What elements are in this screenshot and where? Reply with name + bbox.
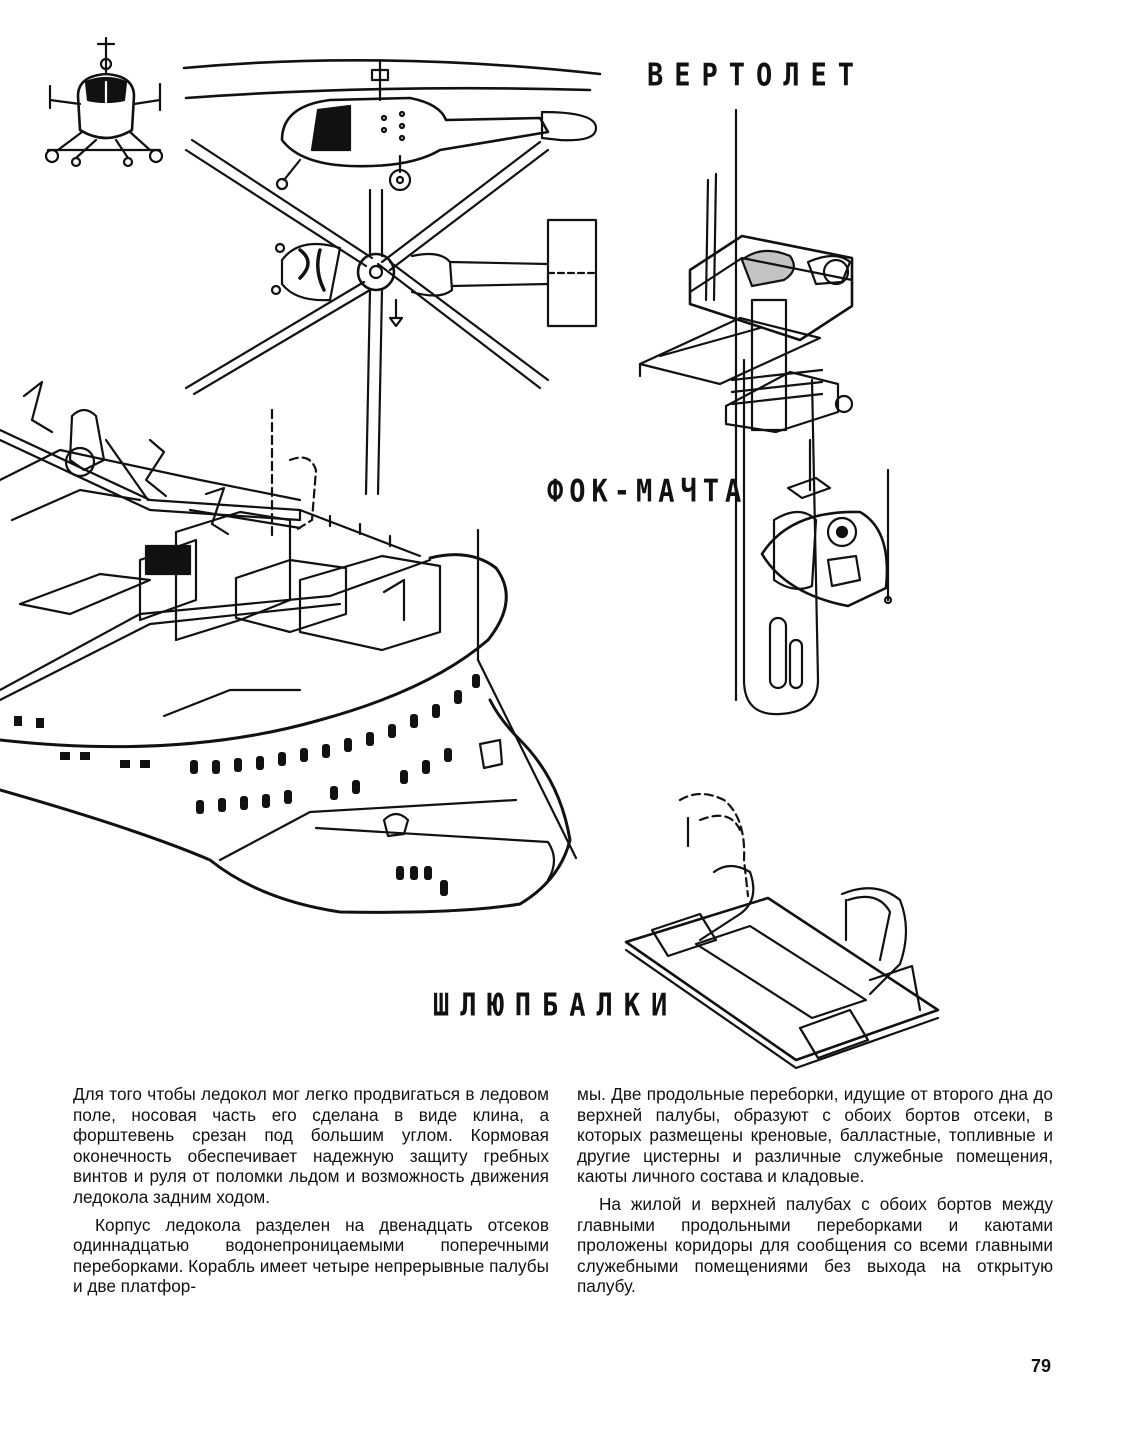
label-helicopter: ВЕРТОЛЕТ <box>647 57 866 94</box>
helicopter-top-view-icon <box>184 138 598 496</box>
label-davits: ШЛЮПБАЛКИ <box>433 987 679 1024</box>
paragraph: На жилой и верхней палубах с обоих борто… <box>577 1193 1053 1297</box>
paragraph: Корпус ледокола разделен на двенадцать о… <box>73 1214 549 1297</box>
helicopter-side-view-icon <box>182 58 602 192</box>
paragraph: мы. Две продольные переборки, идущие от … <box>577 1084 1053 1187</box>
paragraph: Для того чтобы ледокол мог легко продвиг… <box>73 1084 549 1207</box>
ship-bow-icon: LENIN <box>0 380 578 914</box>
technical-illustration: LENIN <box>0 36 940 1070</box>
davits-icon <box>624 792 940 1070</box>
foremast-icon <box>638 108 893 716</box>
page-number: 79 <box>1031 1356 1052 1376</box>
helicopter-front-view-icon <box>44 36 164 168</box>
text-column-right: мы. Две продольные переборки, идущие от … <box>577 1084 1053 1297</box>
text-column-left: Для того чтобы ледокол мог легко продвиг… <box>73 1084 549 1297</box>
label-foremast: ФОК-МАЧТА <box>547 473 748 510</box>
